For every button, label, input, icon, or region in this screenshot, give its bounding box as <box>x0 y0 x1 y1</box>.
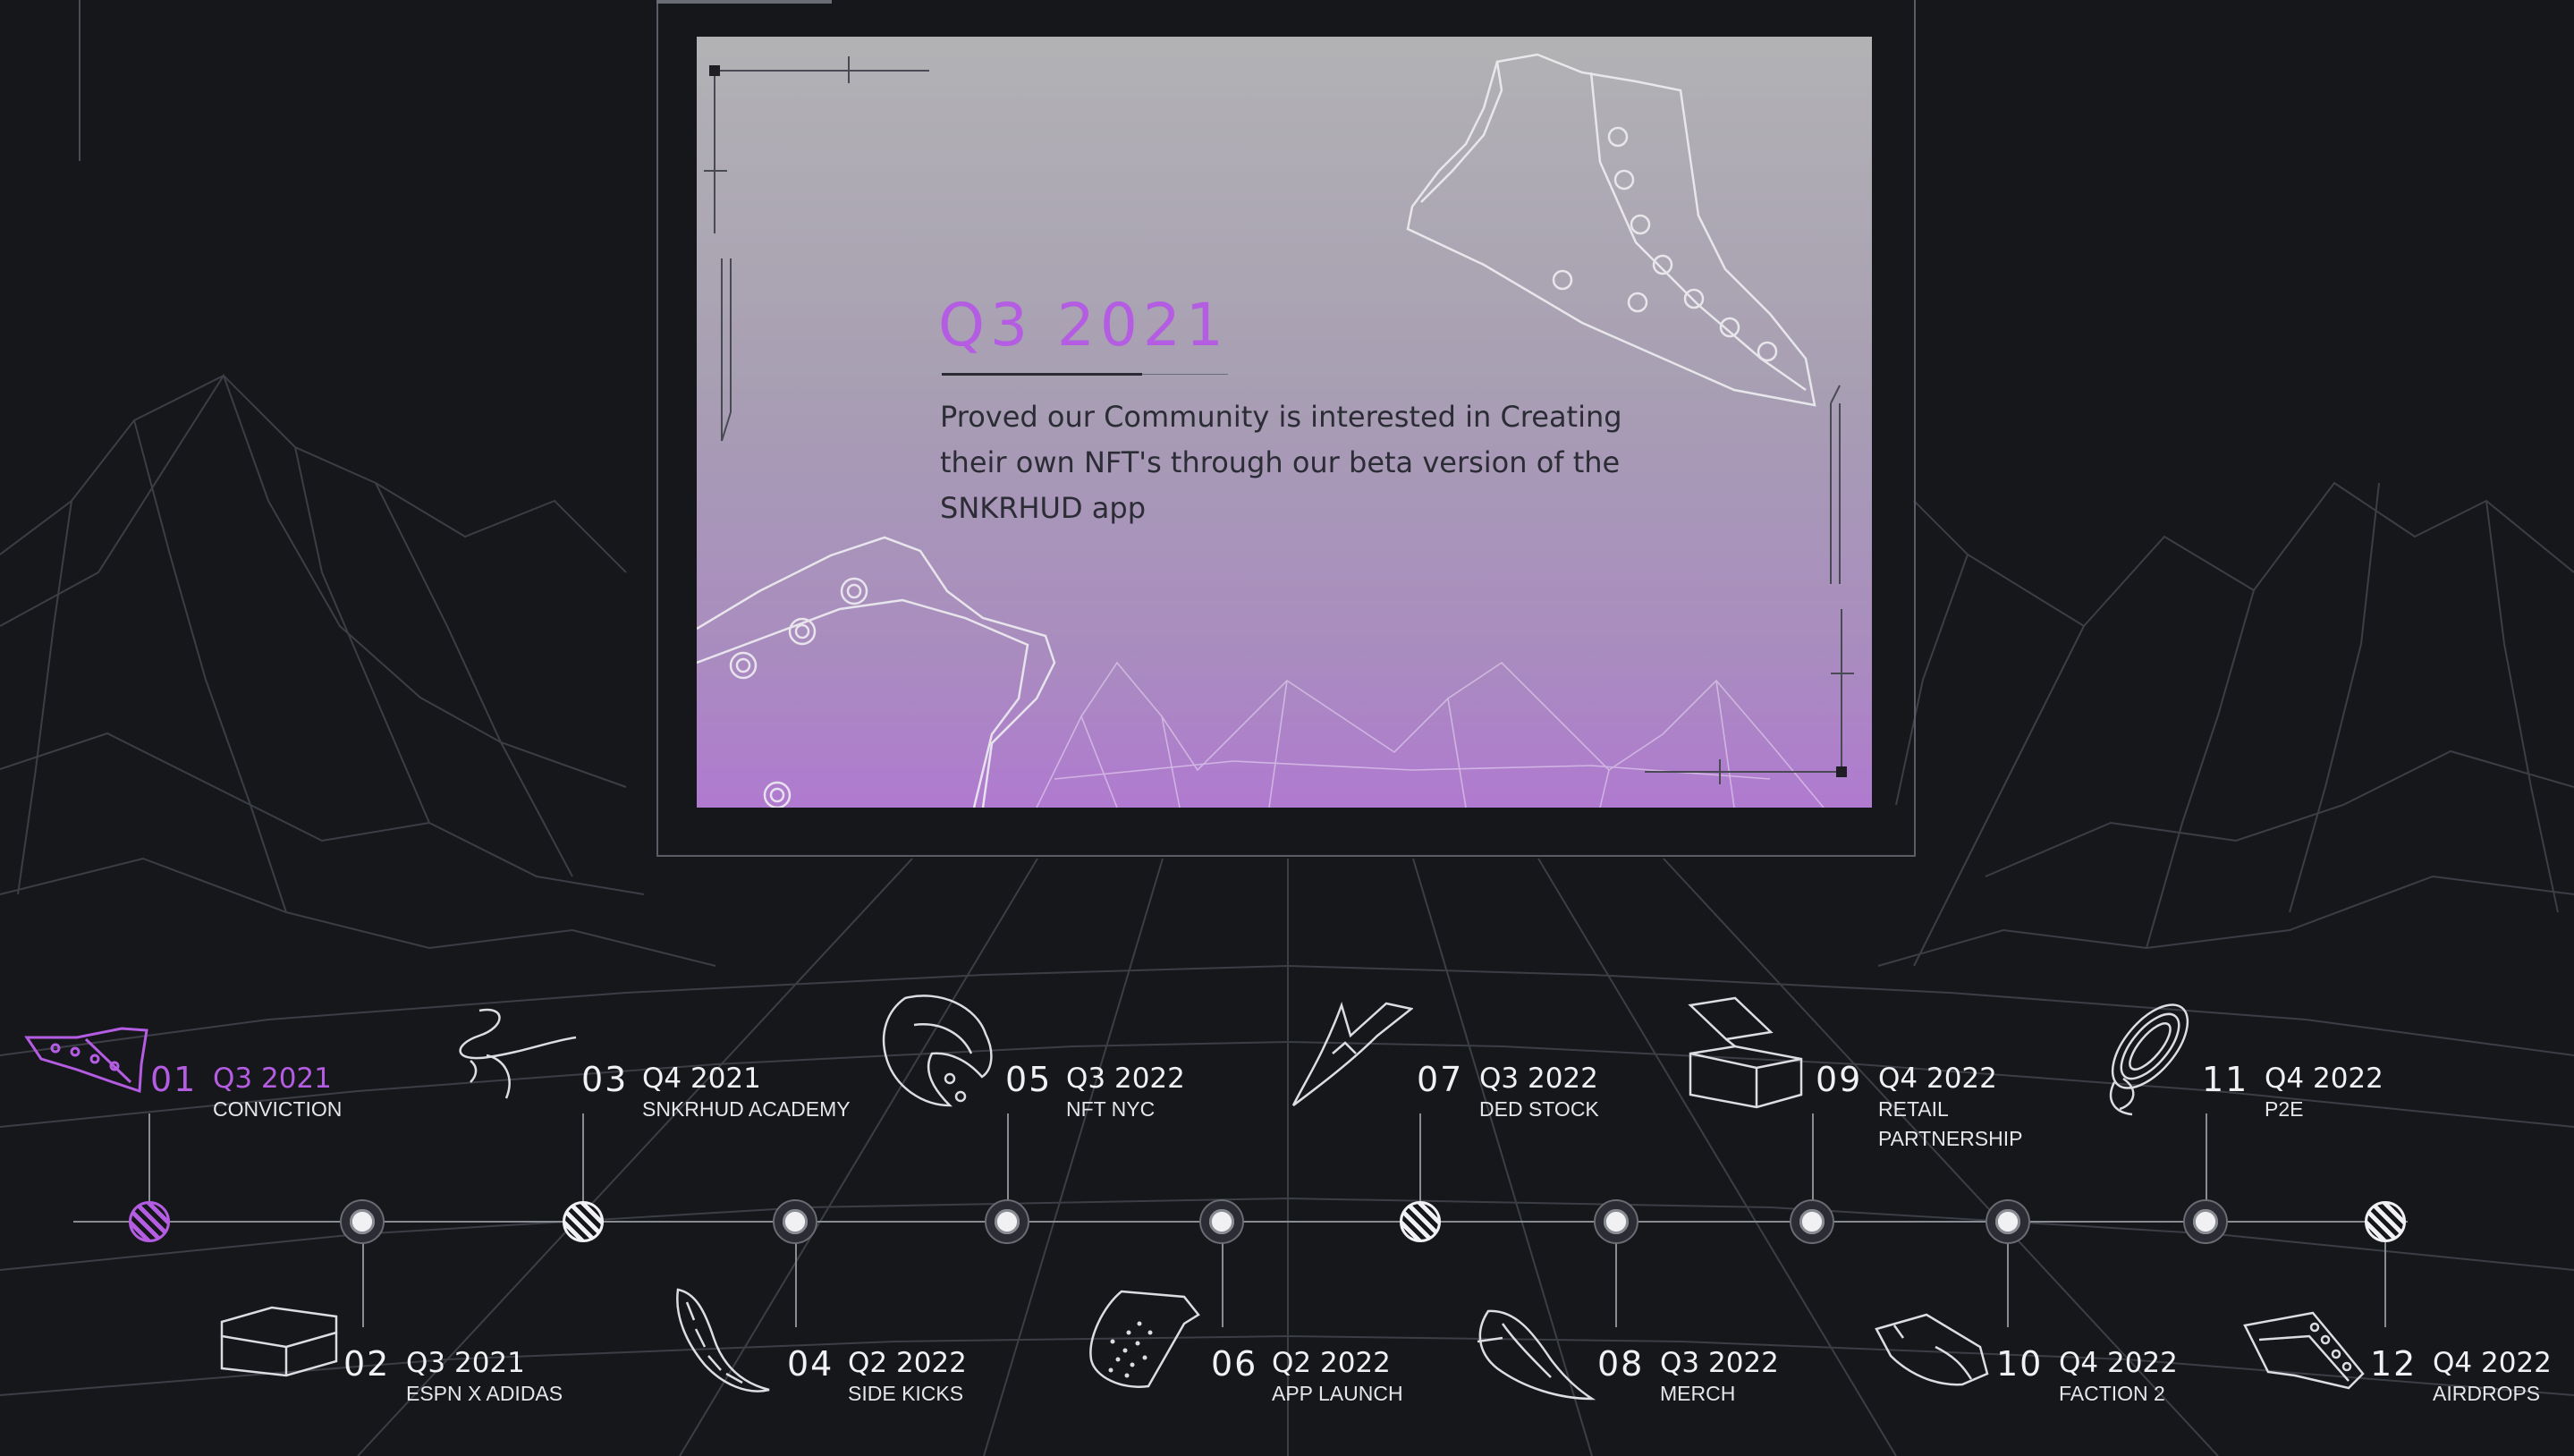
swoosh-panel-icon <box>1291 1002 1413 1106</box>
milestone-number: 04 <box>787 1344 834 1384</box>
timeline-node-10[interactable] <box>1987 1201 2028 1242</box>
lace-coil-icon <box>2109 1003 2189 1116</box>
milestone-date: Q4 2022 <box>2059 1347 2178 1379</box>
milestone-date: Q2 2022 <box>848 1347 967 1379</box>
toe-cap-icon <box>1089 1290 1200 1388</box>
milestone-name: P2E <box>2265 1097 2304 1121</box>
milestone-date: Q3 2022 <box>1066 1062 1185 1095</box>
milestone-number: 12 <box>2370 1344 2417 1384</box>
sneaker-icon <box>24 1027 148 1094</box>
milestone-name: ESPN x ADIDAS <box>406 1382 563 1405</box>
timeline-node-02[interactable] <box>342 1201 383 1242</box>
timeline-node-05[interactable] <box>986 1201 1028 1242</box>
stem <box>1222 1222 1223 1327</box>
milestone-name: SNKRHUD ACADEMY <box>642 1097 851 1121</box>
heel-tab-icon <box>1875 1313 1989 1386</box>
milestone-name: APP LAUNCH <box>1272 1382 1403 1405</box>
decorative-vertical-line <box>79 0 80 161</box>
stem <box>362 1222 364 1327</box>
timeline-node-07[interactable] <box>1400 1201 1441 1242</box>
stem <box>2206 1113 2207 1221</box>
stem <box>2007 1222 2009 1327</box>
featured-card-frame <box>656 0 1916 857</box>
milestone-name: AIRDROPS <box>2433 1382 2541 1405</box>
stem <box>1615 1222 1617 1327</box>
heel-counter-icon <box>882 995 993 1107</box>
sneaker-outline-illustration <box>697 53 1854 808</box>
shoe-panel-icon <box>1477 1309 1596 1401</box>
featured-title: Q3 2021 <box>938 291 1229 360</box>
stem <box>2384 1222 2386 1327</box>
milestone-date: Q2 2022 <box>1272 1347 1391 1379</box>
frame-tab-decoration <box>656 0 832 4</box>
timeline-node-11[interactable] <box>2185 1201 2226 1242</box>
milestone-number: 10 <box>1996 1344 2044 1384</box>
milestone-number: 09 <box>1816 1060 1863 1099</box>
timeline-node-12[interactable] <box>2365 1201 2406 1242</box>
timeline-node-08[interactable] <box>1596 1201 1637 1242</box>
stem <box>1812 1113 1814 1221</box>
milestone-number: 05 <box>1005 1060 1053 1099</box>
milestone-date: Q3 2021 <box>213 1062 332 1095</box>
milestone-number: 08 <box>1597 1344 1645 1384</box>
milestone-name: FACTION 2 <box>2059 1382 2165 1405</box>
milestone-name: NFT NYC <box>1066 1097 1156 1121</box>
outsole-icon <box>676 1288 770 1393</box>
milestone-number: 06 <box>1211 1344 1258 1384</box>
milestone-number: 11 <box>2202 1060 2249 1099</box>
stem <box>1419 1113 1421 1221</box>
milestone-name: MERCH <box>1660 1382 1736 1405</box>
eyestay-icon <box>2243 1311 2365 1390</box>
stem <box>582 1113 584 1221</box>
milestone-number: 02 <box>343 1344 391 1384</box>
open-box-icon <box>1688 996 1803 1109</box>
timeline-node-04[interactable] <box>775 1201 816 1242</box>
milestone-number: 01 <box>150 1060 198 1099</box>
shoebox-icon <box>220 1306 338 1377</box>
shoelace-icon <box>459 1008 577 1099</box>
milestone-name: RETAIL PARTNERSHIP <box>1878 1097 2023 1150</box>
title-underline <box>942 373 1142 376</box>
milestone-name: CONVICTION <box>213 1097 343 1121</box>
timeline-node-06[interactable] <box>1201 1201 1242 1242</box>
stem <box>1007 1113 1009 1221</box>
timeline-node-01[interactable] <box>129 1201 170 1242</box>
milestone-date: Q4 2022 <box>1878 1062 1997 1095</box>
milestone-date: Q4 2022 <box>2433 1347 2552 1379</box>
milestone-number: 03 <box>581 1060 629 1099</box>
milestone-name: SIDE KICKS <box>848 1382 964 1405</box>
milestone-number: 07 <box>1417 1060 1464 1099</box>
title-underline-extension <box>1142 374 1228 375</box>
milestone-name: DED STOCK <box>1479 1097 1599 1121</box>
stem <box>148 1113 150 1221</box>
milestone-date: Q3 2022 <box>1660 1347 1779 1379</box>
milestone-date: Q4 2022 <box>2265 1062 2383 1095</box>
featured-milestone-card: Q3 2021 Proved our Community is interest… <box>697 37 1872 808</box>
timeline-node-03[interactable] <box>563 1201 604 1242</box>
featured-description: Proved our Community is interested in Cr… <box>940 400 1622 525</box>
milestone-date: Q4 2021 <box>642 1062 761 1095</box>
milestone-date: Q3 2021 <box>406 1347 525 1379</box>
milestone-date: Q3 2022 <box>1479 1062 1598 1095</box>
timeline-node-09[interactable] <box>1791 1201 1833 1242</box>
stem <box>795 1222 797 1327</box>
